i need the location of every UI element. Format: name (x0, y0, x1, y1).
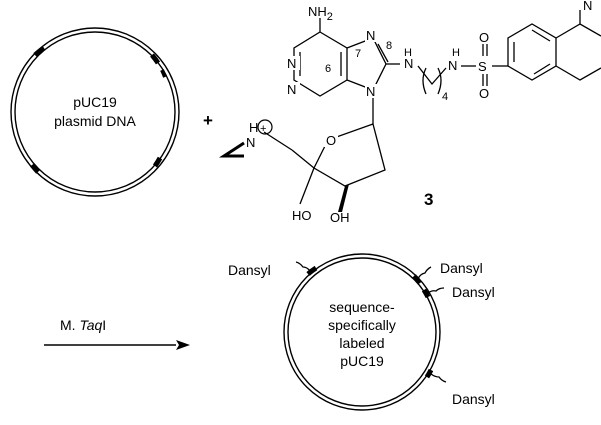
wedge-bond (338, 184, 349, 212)
dansyl-label-2: Dansyl (440, 260, 483, 276)
naphthalene-ring-a (507, 23, 557, 81)
atom-ho: HO (292, 208, 312, 223)
atom-dimethyl-n: N (583, 0, 592, 13)
alkyl-chain (417, 65, 447, 86)
reaction-arrow: M. TaqI (44, 317, 190, 350)
site-mark (150, 53, 161, 65)
purine-six-ring (293, 31, 348, 97)
atom-nh-a-h: H (404, 47, 412, 59)
plasmid-left-inner-strand (14, 31, 176, 193)
plasmid-left-line2: plasmid DNA (54, 113, 136, 129)
dansyl-label-3: Dansyl (452, 284, 495, 300)
atom-s: S (478, 59, 487, 74)
plasmid-right-line4: pUC19 (340, 353, 384, 369)
site-mark (33, 45, 46, 57)
dansyl-label-4: Dansyl (452, 391, 495, 407)
dansyl-linker (427, 287, 445, 294)
plasmid-left-outer-strand (10, 27, 180, 197)
dansyl-linker (430, 373, 447, 383)
enzyme-label: M. TaqI (60, 317, 106, 333)
plasmid-right-inner-strand (287, 257, 437, 407)
naphthalene-ring-b-bottom (555, 65, 601, 81)
aziridine-ring (218, 141, 245, 158)
plasmid-left-line1: pUC19 (73, 94, 117, 110)
bracket-right (437, 67, 442, 95)
chain-index: 4 (442, 91, 448, 103)
atom-nh-b: N (448, 58, 457, 73)
position-6: 6 (325, 63, 331, 75)
atom-n1: N (287, 56, 296, 71)
plus-sign: + (203, 111, 213, 130)
site-mark (160, 69, 167, 78)
plasmid-left: pUC19 plasmid DNA (10, 27, 180, 197)
positive-charge: + (260, 123, 266, 135)
plasmid-right-line2: specifically (328, 317, 396, 333)
site-mark (30, 163, 40, 174)
site-mark (152, 156, 163, 168)
atom-o-bot: O (479, 86, 489, 101)
purine-five-ring (346, 37, 387, 91)
dansyl-linker (417, 266, 432, 280)
position-7: 7 (355, 48, 361, 60)
plasmid-right: sequence- specifically labeled pUC19 Dan… (228, 253, 495, 411)
labeled-site (412, 274, 422, 285)
cofactor-structure: NH2 N N N N 6 7 8 N H 4 H N S O O (218, 0, 601, 225)
plasmid-right-line3: labeled (339, 335, 384, 351)
plasmid-right-outer-strand (283, 253, 441, 411)
atom-n3: N (287, 82, 296, 97)
arrow-head (176, 340, 190, 350)
atom-oh: OH (330, 210, 350, 225)
labeled-site (424, 368, 434, 379)
atom-n9: N (366, 84, 375, 99)
labeled-site (306, 265, 318, 276)
position-8: 8 (386, 40, 392, 52)
bracket-left (422, 67, 427, 95)
atom-nh2: NH2 (308, 4, 333, 23)
atom-nh-b-h: H (452, 47, 460, 59)
atom-nh-a: N (404, 56, 413, 71)
plasmid-right-line1: sequence- (329, 299, 395, 315)
atom-aziridine-n: N (246, 135, 255, 150)
atom-aziridine-h: H (249, 120, 258, 135)
compound-number: 3 (424, 190, 433, 209)
dansyl-linker (295, 261, 311, 272)
atom-o-top: O (479, 30, 489, 45)
atom-n7: N (366, 28, 375, 43)
atom-ring-o: O (326, 133, 336, 148)
positive-charge-circle (257, 119, 273, 135)
labeled-site (421, 288, 431, 299)
dansyl-label-1: Dansyl (228, 262, 271, 278)
naphthalene-ring-b-top (555, 23, 601, 39)
